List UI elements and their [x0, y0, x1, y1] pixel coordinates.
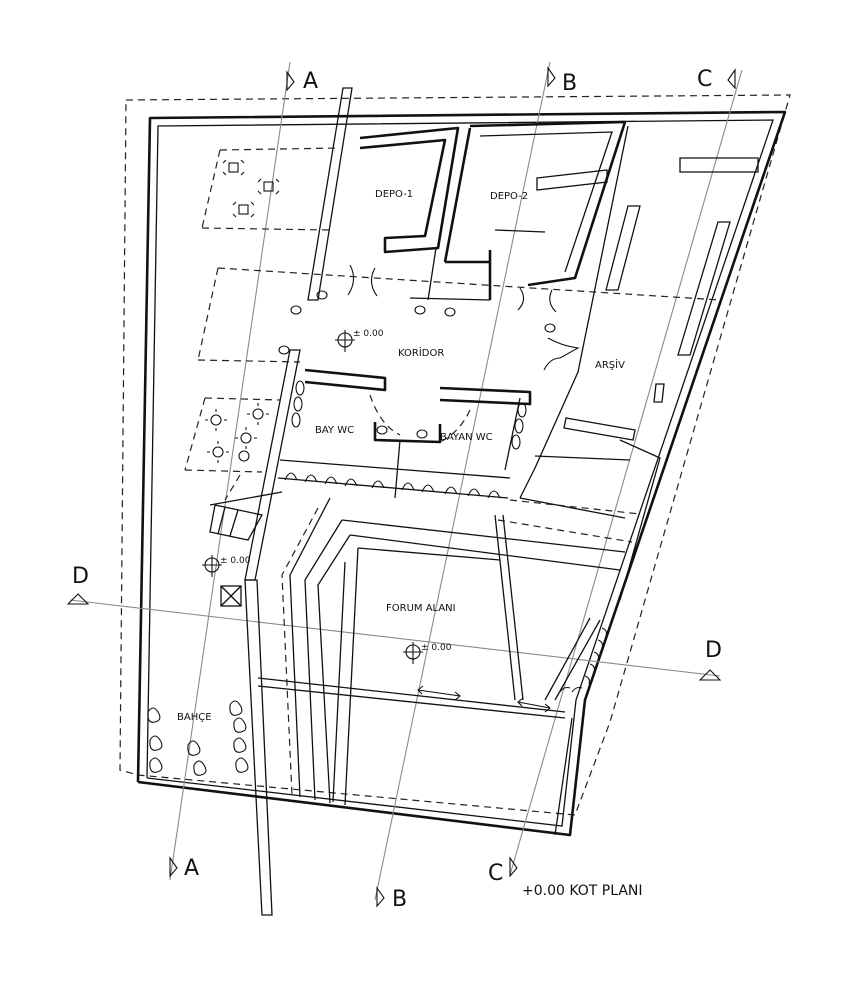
- room-label-koridor: KORİDOR: [398, 346, 444, 359]
- entrance-stair: [209, 474, 283, 607]
- arsiv-shelves: [519, 125, 759, 601]
- section-line-d: [69, 599, 721, 677]
- section-label-a-top: A: [303, 69, 318, 94]
- room-label-arsiv: ARŞİV: [595, 358, 625, 371]
- section-line-a: [169, 61, 291, 881]
- dimension-arrows: [417, 685, 551, 713]
- section-arrow-a-top: [286, 70, 295, 92]
- drawing-title: +0.00 KOT PLANI: [522, 883, 643, 899]
- section-label-c-top: C: [697, 67, 712, 92]
- roof-projections: [184, 147, 721, 543]
- diagonal-walls: [244, 87, 353, 916]
- level-label-forum: ± 0.00: [421, 643, 452, 653]
- section-arrow-d-right: [698, 669, 722, 681]
- section-line-c: [509, 69, 743, 876]
- section-arrow-b-top: [547, 66, 556, 88]
- section-label-b-top: B: [562, 71, 577, 96]
- level-marker-koridor: [335, 330, 355, 352]
- depo-walls: [359, 120, 627, 301]
- level-label-entrance: ± 0.00: [220, 556, 251, 566]
- room-label-depo-2: DEPO-2: [490, 191, 528, 202]
- room-label-forum-alani: FORUM ALANI: [386, 603, 456, 614]
- forum-seating: [559, 627, 608, 693]
- level-label-koridor: ± 0.00: [353, 329, 384, 339]
- outdoor-seating: [205, 159, 280, 463]
- section-arrow-b-bottom: [376, 886, 385, 908]
- room-label-bayan-wc: BAYAN WC: [440, 432, 493, 443]
- section-label-c-bottom: C: [488, 861, 503, 886]
- section-lines: [69, 61, 743, 901]
- level-markers: [202, 330, 423, 664]
- room-label-bay-wc: BAY WC: [315, 425, 354, 436]
- section-label-a-bottom: A: [184, 856, 199, 881]
- section-arrows: [66, 66, 736, 908]
- section-arrow-d-left: [66, 593, 90, 605]
- site-boundary: [119, 94, 791, 816]
- garden-plants: [147, 700, 249, 776]
- section-label-d-right: D: [705, 638, 722, 663]
- wc-fixtures: [278, 290, 556, 499]
- forum-area-walls: [257, 497, 626, 836]
- door-swings: [347, 264, 580, 443]
- section-arrow-a-bottom: [169, 856, 178, 878]
- section-arrow-c-bottom: [509, 856, 518, 878]
- section-line-b: [374, 61, 551, 901]
- level-marker-forum: [403, 642, 423, 664]
- section-label-b-bottom: B: [392, 887, 407, 912]
- column-box: [220, 585, 242, 607]
- section-arrow-c-top: [727, 68, 736, 90]
- section-label-d-left: D: [72, 564, 89, 589]
- room-label-depo-1: DEPO-1: [375, 189, 413, 200]
- room-label-bahce: BAHÇE: [177, 712, 212, 723]
- outer-walls: [136, 110, 787, 837]
- level-marker-entrance: [202, 555, 222, 577]
